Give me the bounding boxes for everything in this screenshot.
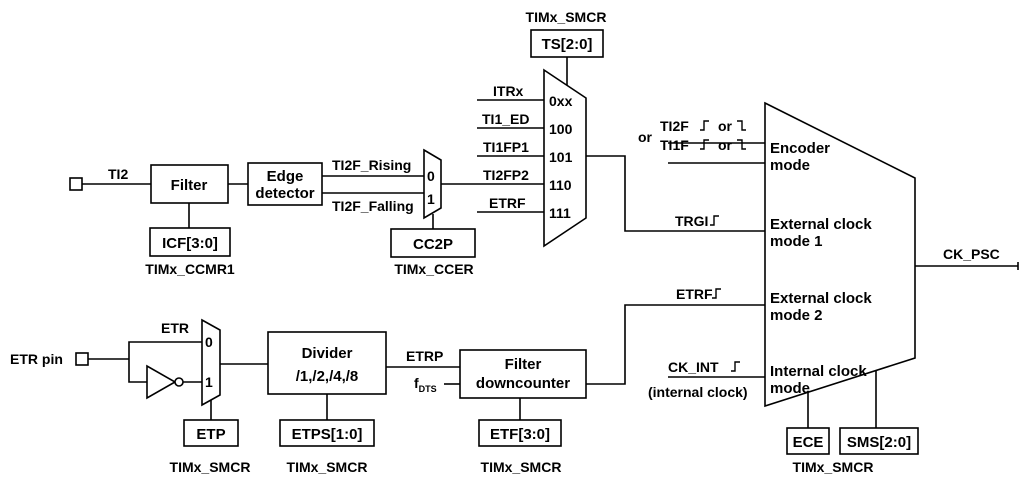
- etrp-label: ETRP: [406, 348, 443, 364]
- ext2-line2: mode 2: [770, 307, 823, 324]
- smcr-bottom-right-label: TIMx_SMCR: [793, 459, 874, 475]
- inverter: [146, 364, 177, 400]
- etr-pin: [75, 352, 89, 366]
- falling-edge-icon: [737, 139, 746, 150]
- encoder-mode-line2: mode: [770, 157, 810, 174]
- ti1f-enc-label: TI1F: [660, 137, 689, 153]
- filter-dc-line2: downcounter: [476, 375, 570, 392]
- falling-edge-icon: [737, 120, 746, 131]
- mux2-in1: 1: [205, 374, 213, 390]
- internal-clock-label: (internal clock): [648, 384, 748, 400]
- ext1-line1: External clock: [770, 216, 872, 233]
- ti1-ed-label: TI1_ED: [482, 111, 529, 127]
- etr-pin-label: ETR pin: [10, 351, 63, 367]
- edge-detector-line1: Edge: [267, 168, 304, 185]
- smcr-etps-label: TIMx_SMCR: [287, 459, 368, 475]
- smcr-etp-label: TIMx_SMCR: [170, 459, 251, 475]
- smcr-etf-label: TIMx_SMCR: [481, 459, 562, 475]
- etr-label: ETR: [161, 320, 189, 336]
- filter-label: Filter: [171, 177, 208, 194]
- fdts-label: fDTS: [414, 375, 437, 394]
- ext2-line1: External clock: [770, 290, 872, 307]
- filter-downcounter-box: [459, 349, 587, 399]
- divider-line1: Divider: [302, 345, 353, 362]
- mux1-in1: 1: [427, 191, 435, 207]
- filter-dc-line1: Filter: [505, 356, 542, 373]
- rising-edge-icon: [712, 288, 721, 299]
- ti2f-falling-label: TI2F_Falling: [332, 198, 414, 214]
- ts-label: TS[2:0]: [542, 36, 593, 53]
- ti2fp2-label: TI2FP2: [483, 167, 529, 183]
- icf-box: [149, 227, 231, 257]
- ti2-label: TI2: [108, 166, 128, 182]
- etr-polarity-mux: [201, 318, 221, 407]
- ti2f-enc-label: TI2F: [660, 118, 689, 134]
- ck-psc-label: CK_PSC: [943, 246, 1000, 262]
- divider-line2: /1,/2,/4,/8: [296, 368, 359, 385]
- cc2p-box: [390, 228, 476, 258]
- etps-label: ETPS[1:0]: [292, 426, 363, 443]
- etps-box: [279, 419, 375, 447]
- mux1-in0: 0: [427, 168, 435, 184]
- rising-edge-icon: [731, 361, 740, 372]
- ccer-label: TIMx_CCER: [394, 261, 473, 277]
- ece-label: ECE: [793, 434, 824, 451]
- int-line1: Internal clock: [770, 363, 867, 380]
- cc2p-label: CC2P: [413, 236, 453, 253]
- itrx-label: ITRx: [493, 83, 524, 99]
- etp-box: [183, 419, 239, 447]
- ck-int-label: CK_INT: [668, 359, 719, 375]
- mux2-in0: 0: [205, 334, 213, 350]
- ts-box: [530, 29, 604, 58]
- code-0xx: 0xx: [549, 93, 573, 109]
- etrf-in-label: ETRF: [489, 195, 526, 211]
- trigger-mux: [543, 68, 587, 248]
- ti2-pin: [69, 177, 83, 191]
- rising-edge-icon: [700, 139, 709, 150]
- etf-label: ETF[3:0]: [490, 426, 550, 443]
- icf-label: ICF[3:0]: [162, 235, 218, 252]
- etp-label: ETP: [196, 426, 225, 443]
- rising-edge-icon: [710, 215, 719, 226]
- or-inline-2: or: [718, 137, 733, 153]
- or-inline-1: or: [718, 118, 733, 134]
- edge-detector-line2: detector: [255, 185, 314, 202]
- ti1fp1-label: TI1FP1: [483, 139, 529, 155]
- ext1-line2: mode 1: [770, 233, 823, 250]
- sms-label: SMS[2:0]: [847, 434, 911, 451]
- sms-box: [839, 427, 919, 455]
- edge-detector-box: [247, 162, 323, 206]
- ti2f-rising-label: TI2F_Rising: [332, 157, 411, 173]
- divider-box: [267, 331, 387, 395]
- etrf-out-label: ETRF: [676, 286, 713, 302]
- or-label: or: [638, 129, 653, 145]
- trgi-label: TRGI: [675, 213, 708, 229]
- encoder-mode-line1: Encoder: [770, 140, 830, 157]
- rising-edge-icon: [700, 120, 709, 131]
- code-110: 110: [549, 177, 572, 193]
- etf-box: [478, 419, 562, 447]
- polarity-mux: [423, 148, 442, 220]
- code-111: 111: [549, 205, 571, 221]
- ccmr1-label: TIMx_CCMR1: [145, 261, 235, 277]
- code-100: 100: [549, 121, 573, 137]
- int-line2: mode: [770, 380, 810, 397]
- code-101: 101: [549, 149, 573, 165]
- ece-box: [786, 427, 830, 455]
- smcr-top-label: TIMx_SMCR: [526, 9, 607, 25]
